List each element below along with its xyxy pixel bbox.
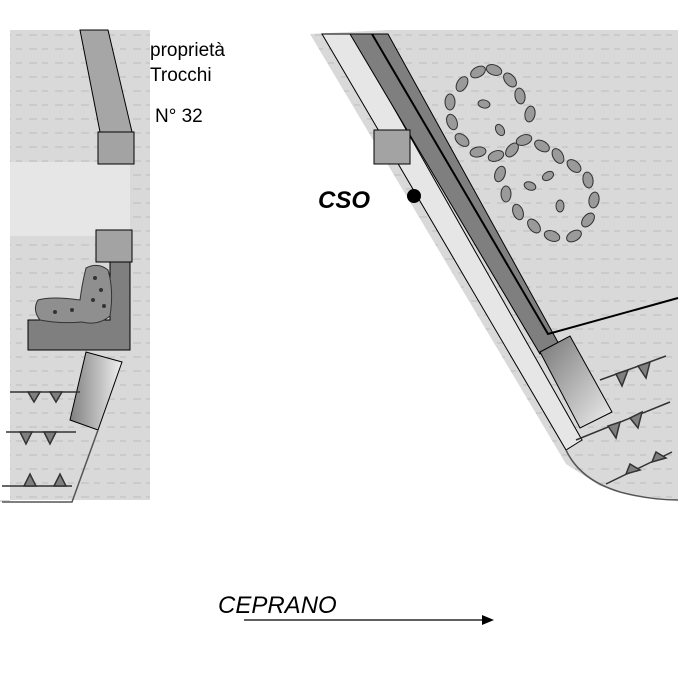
left-boundary-line — [2, 429, 99, 503]
left-lower-block — [95, 229, 133, 263]
tree-cluster-upper — [444, 64, 536, 162]
arrowhead-icon — [482, 615, 494, 625]
right-fence-line — [371, 33, 679, 336]
right-boundary-curve — [565, 449, 679, 501]
direction-label: CEPRANO — [218, 592, 337, 619]
direction-arrow — [244, 615, 494, 625]
right-manhole-block — [373, 129, 411, 165]
property-number: N° 32 — [155, 106, 203, 127]
tree-cluster-lower — [494, 134, 600, 243]
left-slope-marks — [2, 391, 80, 487]
left-upper-block — [97, 131, 135, 165]
right-slope-marks — [575, 355, 673, 485]
left-parcel — [0, 29, 150, 503]
left-shrub-dots — [53, 276, 106, 314]
left-shrub — [34, 264, 113, 324]
cso-point-marker — [407, 189, 421, 203]
property-owner-line1: proprietà — [150, 40, 225, 61]
left-gap-strip — [10, 162, 130, 236]
property-owner-line2: Trocchi — [150, 65, 212, 86]
left-l-wall — [27, 261, 131, 351]
right-pipe — [539, 335, 613, 429]
cso-label: CSO — [318, 187, 370, 214]
right-parcel — [310, 30, 679, 501]
